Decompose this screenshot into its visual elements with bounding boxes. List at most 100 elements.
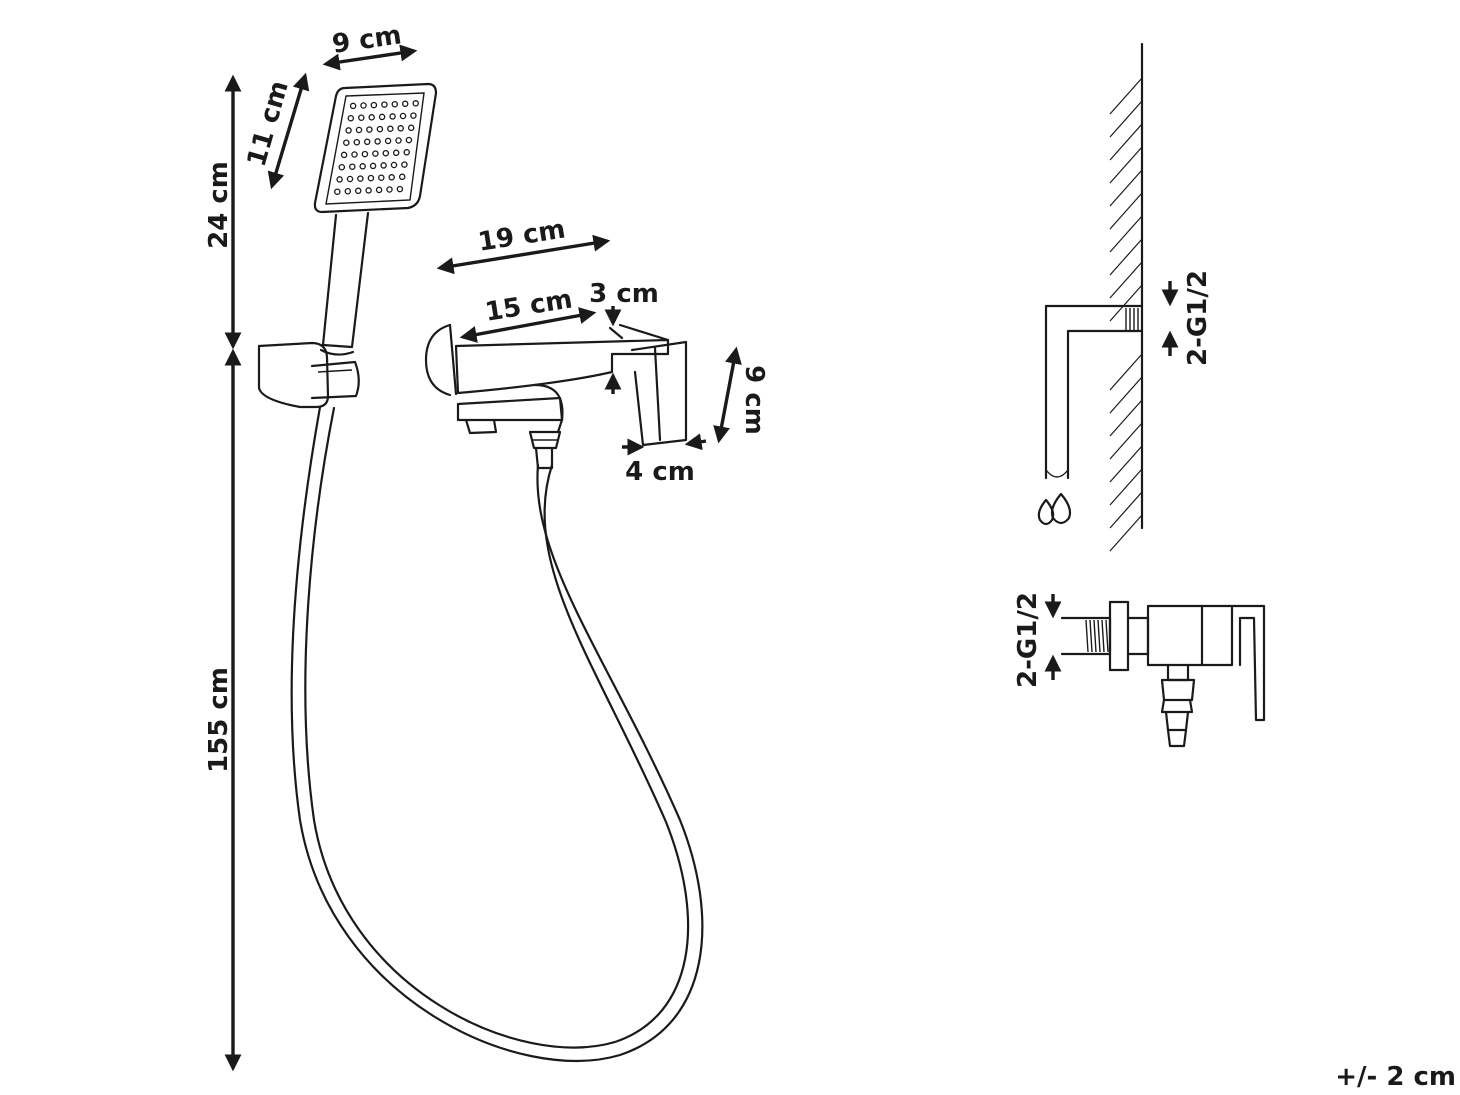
hatch-line bbox=[1109, 215, 1143, 253]
hose-length-dimension: 155 cm bbox=[204, 348, 242, 1072]
nozzle bbox=[378, 113, 386, 121]
nozzle bbox=[368, 114, 375, 121]
nozzle bbox=[403, 149, 410, 156]
hatch-line bbox=[1109, 192, 1143, 230]
bath-mixer bbox=[424, 323, 688, 470]
hatch-line bbox=[1109, 399, 1143, 437]
water-drops-icon bbox=[1037, 492, 1072, 526]
wall-hatching bbox=[1109, 77, 1143, 552]
thread-line bbox=[1105, 619, 1109, 653]
nozzle bbox=[407, 124, 415, 132]
handset-height-label: 24 cm bbox=[204, 161, 234, 249]
nozzle bbox=[367, 174, 375, 182]
nozzle bbox=[344, 187, 352, 195]
handset-height-dimension: 24 cm bbox=[204, 74, 242, 350]
hatch-line bbox=[1109, 261, 1143, 299]
showerhead-width-dimension: 9 cm bbox=[322, 20, 418, 71]
nozzle bbox=[378, 174, 385, 181]
showerhead-length-label: 11 cm bbox=[242, 77, 295, 170]
nozzle bbox=[392, 149, 400, 157]
nozzle bbox=[398, 173, 406, 181]
tolerance-note: +/- 2 cm bbox=[1335, 1062, 1456, 1092]
hand-shower bbox=[313, 82, 438, 356]
showerhead-length-dimension: 11 cm bbox=[242, 72, 310, 190]
wall-section bbox=[1037, 42, 1144, 552]
thread-line bbox=[1101, 619, 1105, 653]
hatch-line bbox=[1109, 376, 1143, 414]
nozzle bbox=[345, 127, 352, 134]
nozzle bbox=[386, 186, 393, 193]
nozzle bbox=[405, 136, 413, 144]
nozzle bbox=[351, 151, 358, 158]
mixer-total-width-dimension: 19 cm bbox=[436, 214, 611, 275]
nozzle bbox=[346, 175, 354, 183]
lever-height-label: 9 cm bbox=[739, 365, 769, 435]
nozzle bbox=[369, 162, 377, 170]
nozzle bbox=[349, 163, 356, 170]
hatch-line bbox=[1109, 445, 1143, 483]
nozzle bbox=[412, 100, 419, 107]
nozzle bbox=[366, 126, 373, 133]
thread-line bbox=[1093, 619, 1097, 653]
nozzle bbox=[357, 175, 364, 182]
nozzle bbox=[401, 100, 409, 108]
lever-height-dimension: 9 cm bbox=[713, 346, 769, 444]
mixer-body-width-label: 15 cm bbox=[483, 284, 574, 327]
nozzle bbox=[375, 186, 383, 194]
nozzle bbox=[359, 163, 366, 170]
nozzle bbox=[365, 187, 372, 194]
nozzle bbox=[338, 163, 346, 171]
nozzle bbox=[376, 125, 384, 133]
hatch-line bbox=[1109, 100, 1143, 138]
wall-thread-label: 2-G1/2 bbox=[1183, 270, 1213, 366]
hatch-line bbox=[1109, 468, 1143, 506]
nozzle bbox=[381, 101, 388, 108]
wall-thread bbox=[1125, 308, 1139, 330]
nozzle bbox=[390, 161, 398, 169]
thread-line bbox=[1097, 619, 1101, 653]
nozzle bbox=[355, 126, 363, 134]
fitting-thread-label: 2-G1/2 bbox=[1013, 592, 1043, 688]
shower-nozzles bbox=[334, 100, 419, 195]
hatch-line bbox=[1109, 353, 1143, 391]
nozzle bbox=[396, 185, 404, 193]
mixer-body-depth-label: 3 cm bbox=[589, 279, 659, 309]
nozzle bbox=[397, 125, 404, 132]
nozzle bbox=[372, 150, 379, 157]
shower-wall-holder bbox=[257, 341, 360, 409]
thread-line bbox=[1089, 619, 1093, 653]
mixer-body-depth-dimension: 3 cm bbox=[589, 279, 659, 394]
nozzle bbox=[349, 102, 357, 110]
nozzle bbox=[336, 176, 343, 183]
nozzle bbox=[374, 138, 381, 145]
thread-line bbox=[1085, 619, 1089, 653]
nozzle bbox=[382, 149, 390, 157]
lever-width-dimension: 4 cm bbox=[622, 433, 707, 487]
nozzle bbox=[354, 187, 362, 195]
nozzle bbox=[334, 188, 341, 195]
hatch-line bbox=[1109, 514, 1143, 552]
nozzle bbox=[370, 101, 378, 109]
nozzle bbox=[388, 174, 395, 181]
nozzle bbox=[387, 125, 394, 132]
nozzle bbox=[343, 139, 350, 146]
nozzle bbox=[353, 138, 361, 146]
nozzle bbox=[361, 150, 369, 158]
hose-length-label: 155 cm bbox=[204, 667, 234, 773]
hatch-line bbox=[1109, 123, 1143, 161]
nozzle bbox=[363, 138, 371, 146]
fitting-detail bbox=[1060, 600, 1266, 748]
nozzle bbox=[347, 114, 355, 122]
nozzle bbox=[389, 113, 396, 120]
nozzle bbox=[380, 162, 387, 169]
nozzle bbox=[360, 102, 367, 109]
nozzle bbox=[399, 112, 407, 120]
nozzle bbox=[401, 161, 408, 168]
nozzle bbox=[384, 137, 392, 145]
nozzle bbox=[395, 137, 402, 144]
nozzle bbox=[391, 100, 399, 108]
hatch-line bbox=[1109, 238, 1143, 276]
shower-hose bbox=[290, 405, 704, 1063]
wall-thread-dimension: 2-G1/2 bbox=[1161, 270, 1213, 366]
